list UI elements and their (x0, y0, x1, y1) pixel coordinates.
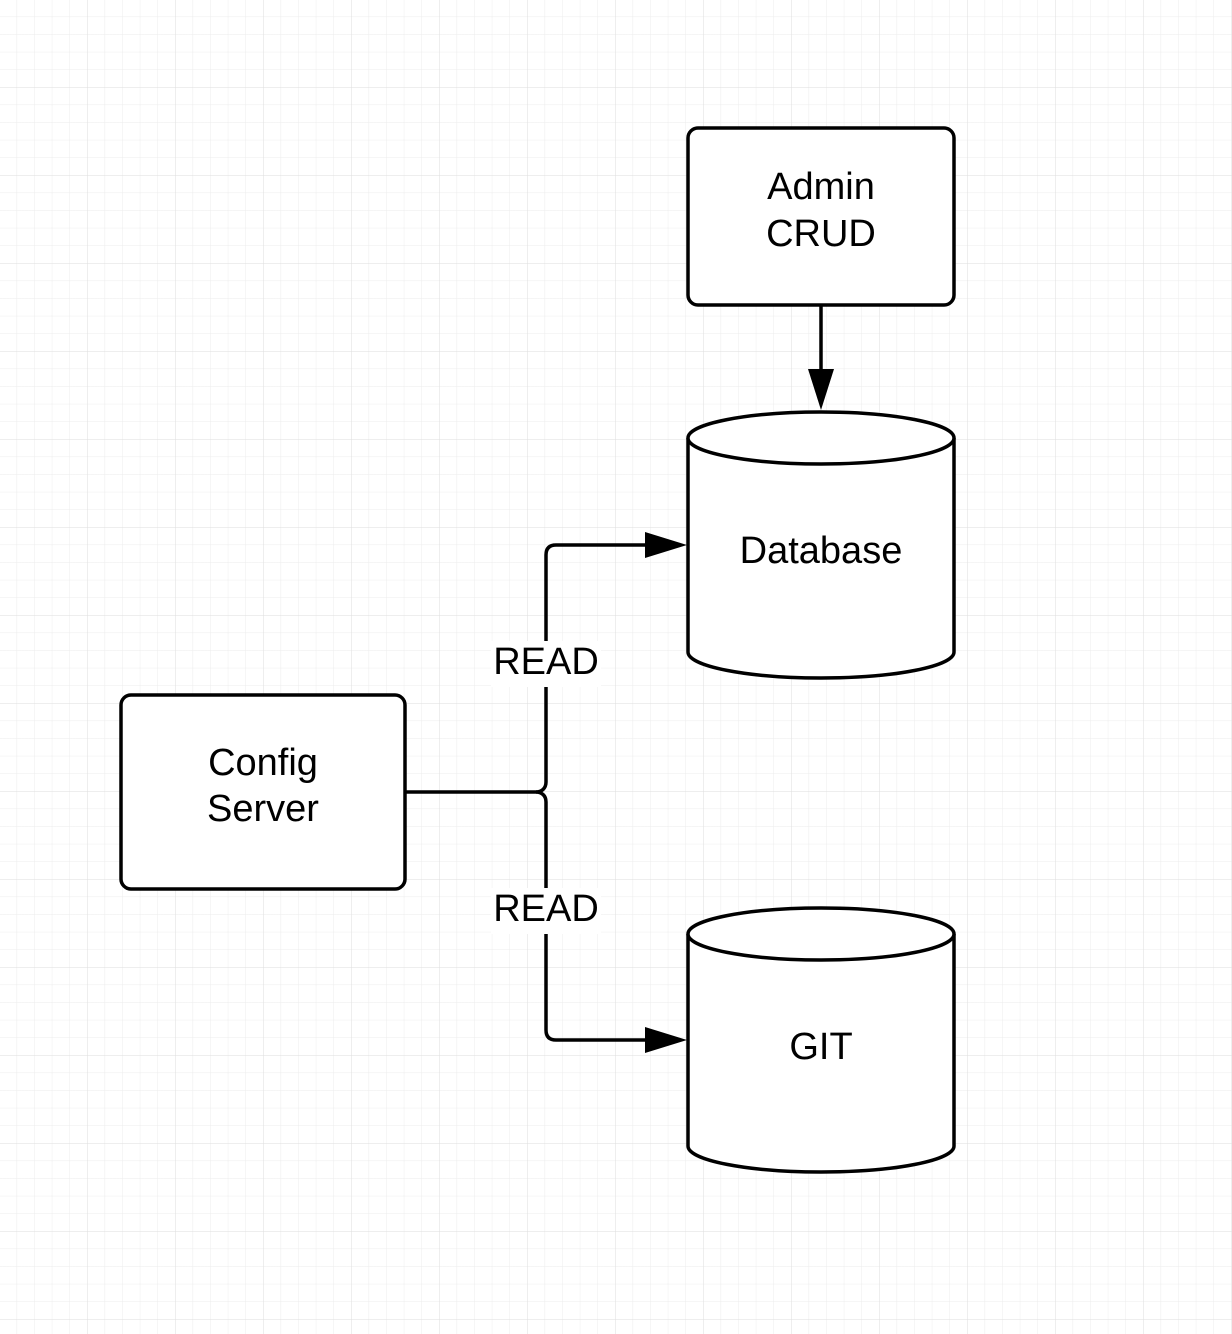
arrowhead (645, 1027, 687, 1053)
arrowhead (645, 532, 687, 558)
database-label: Database (740, 530, 903, 572)
edge-label-read-git: READ (491, 888, 601, 934)
node-config-server[interactable]: Config Server (119, 693, 407, 891)
config-server-label-line-2: Server (207, 788, 319, 830)
git-label: GIT (789, 1026, 852, 1068)
edge-config-branch (405, 781, 548, 803)
config-server-label-line-1: Config (208, 742, 318, 784)
admin-crud-label-line-2: CRUD (766, 213, 876, 255)
read-git-label: READ (493, 888, 599, 930)
node-database[interactable]: Database (686, 410, 956, 680)
read-database-label: READ (493, 641, 599, 683)
edge-label-read-database: READ (491, 641, 601, 687)
edge-read-git (544, 802, 687, 1053)
admin-crud-label-line-1: Admin (767, 166, 875, 208)
node-git[interactable]: GIT (686, 906, 956, 1174)
node-admin-crud[interactable]: Admin CRUD (686, 126, 956, 307)
arrowhead (808, 369, 834, 410)
edge-admin-to-database (808, 305, 834, 410)
edge-read-database (544, 532, 687, 782)
